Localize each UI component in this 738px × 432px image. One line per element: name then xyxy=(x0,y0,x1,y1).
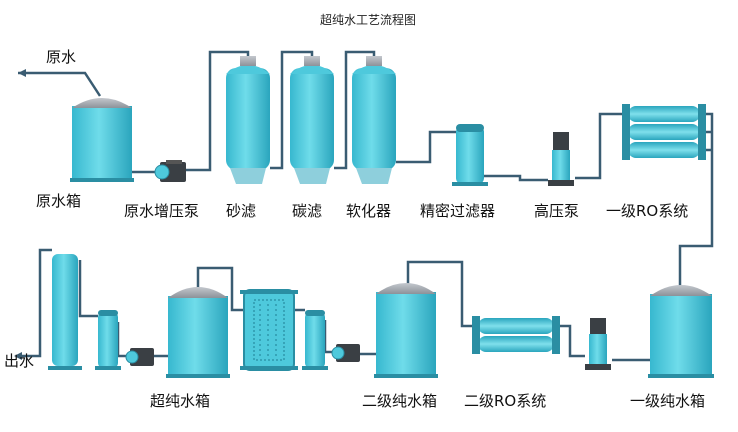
label-pure-tank-1: 一级纯水箱 xyxy=(630,392,706,410)
booster-pump-icon xyxy=(154,160,186,182)
pipe-filter-to-hpp xyxy=(484,174,548,182)
high-pressure-pump-2-icon xyxy=(585,318,611,370)
label-raw-water-in: 原水 xyxy=(46,48,77,66)
label-softener: 软化器 xyxy=(346,202,392,220)
precision-filter xyxy=(452,124,488,186)
booster-pump-3-icon xyxy=(331,344,360,362)
label-pure-tank-2: 二级纯水箱 xyxy=(362,392,438,410)
pure-water-tank-1 xyxy=(648,285,714,378)
ro-system-1 xyxy=(622,104,706,160)
label-carbon-filter: 碳滤 xyxy=(292,202,323,220)
pipe-ro1-manifold xyxy=(678,112,714,286)
ultrapure-water-tank xyxy=(166,287,230,378)
label-water-out: 出水 xyxy=(4,352,35,370)
booster-pump-4-icon xyxy=(125,348,154,366)
sand-filter xyxy=(226,56,270,184)
pipe-pump3-to-filter xyxy=(323,320,336,354)
pure-water-tank-2 xyxy=(374,283,438,378)
polishing-filter xyxy=(95,310,121,370)
pipe-filter-to-column xyxy=(78,260,98,318)
label-ultrapure-tank: 超纯水箱 xyxy=(150,392,211,410)
inlet-pipe xyxy=(18,71,102,97)
cartridge-filter xyxy=(302,310,328,370)
polishing-column xyxy=(48,254,82,370)
label-ro-system-2: 二级RO系统 xyxy=(464,392,547,410)
label-precision-filter: 精密过滤器 xyxy=(420,202,496,220)
pipe-ro2-to-tank2 xyxy=(406,260,476,328)
pipe-softener-to-filter xyxy=(396,130,460,164)
raw-water-tank xyxy=(70,98,134,182)
high-pressure-pump-icon xyxy=(548,132,574,186)
inlet-arrow-icon xyxy=(18,69,26,77)
label-raw-water-tank: 原水箱 xyxy=(36,192,82,210)
pipes xyxy=(18,50,714,362)
outlet-arrow-icon xyxy=(14,352,22,360)
label-booster-pump: 原水增压泵 xyxy=(124,202,200,220)
label-sand-filter: 砂滤 xyxy=(226,202,257,220)
carbon-filter xyxy=(290,56,334,184)
pipe-hpp-to-ro1 xyxy=(575,112,628,180)
ro-system-2 xyxy=(472,316,560,354)
label-high-pressure-pump: 高压泵 xyxy=(534,202,580,220)
softener xyxy=(352,56,396,184)
pipe-pump4-to-filter xyxy=(116,322,130,358)
pipe-pump-to-sand xyxy=(186,50,250,172)
pipe-sand-to-carbon xyxy=(270,50,314,170)
edi-module xyxy=(240,289,298,371)
label-ro-system-1: 一级RO系统 xyxy=(606,202,689,220)
diagram-title: 超纯水工艺流程图 xyxy=(319,13,416,27)
outlet-pipe xyxy=(18,248,52,358)
pipe-edi-to-tank3 xyxy=(196,266,244,312)
pipe-hpp2-to-ro2 xyxy=(554,324,585,358)
pipe-carbon-to-softener xyxy=(334,50,376,170)
